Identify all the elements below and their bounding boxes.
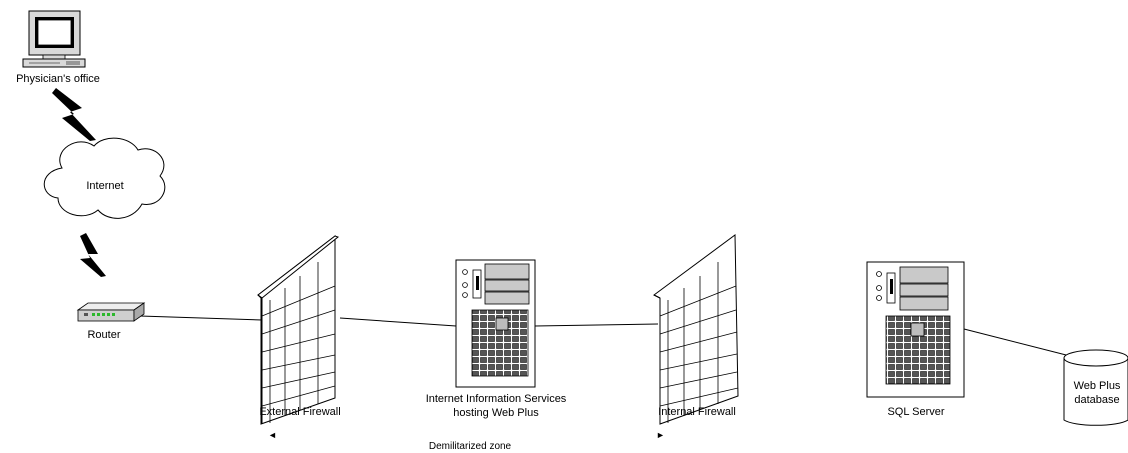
router-label: Router <box>87 329 121 341</box>
physician-office-label: Physician's office <box>16 73 100 85</box>
database-icon <box>1063 349 1128 426</box>
firewall-icon <box>653 234 739 425</box>
database-label-line1: Web Plus <box>1073 380 1121 392</box>
connection-lines <box>139 315 1075 358</box>
internal-firewall-label: Internal Firewall <box>658 406 736 418</box>
sql-server-label: SQL Server <box>887 406 945 418</box>
dmz-left-marker: ◄ <box>268 430 277 440</box>
link-iis-internal-firewall <box>534 323 659 327</box>
server-tower-icon <box>455 259 536 388</box>
server-tower-icon <box>866 261 965 398</box>
iis-label-line1: Internet Information Services <box>425 393 567 405</box>
router-icon <box>76 302 146 322</box>
dmz-label: Demilitarized zone <box>428 441 512 452</box>
link-external-firewall-iis <box>339 317 457 327</box>
link-sql-database <box>963 328 1075 358</box>
external-firewall-label: External Firewall <box>259 406 341 418</box>
iis-label-line2: hosting Web Plus <box>453 407 539 419</box>
dmz-right-marker: ► <box>656 430 665 440</box>
cloud-icon <box>43 137 166 219</box>
internet-label: Internet <box>86 180 124 192</box>
computer-icon <box>22 10 86 68</box>
lightning-link-icon <box>80 233 106 277</box>
link-router-external-firewall <box>139 315 263 321</box>
firewall-icon <box>257 234 340 425</box>
database-label-line2: database <box>1074 394 1120 406</box>
lightning-link-icon <box>52 88 96 141</box>
